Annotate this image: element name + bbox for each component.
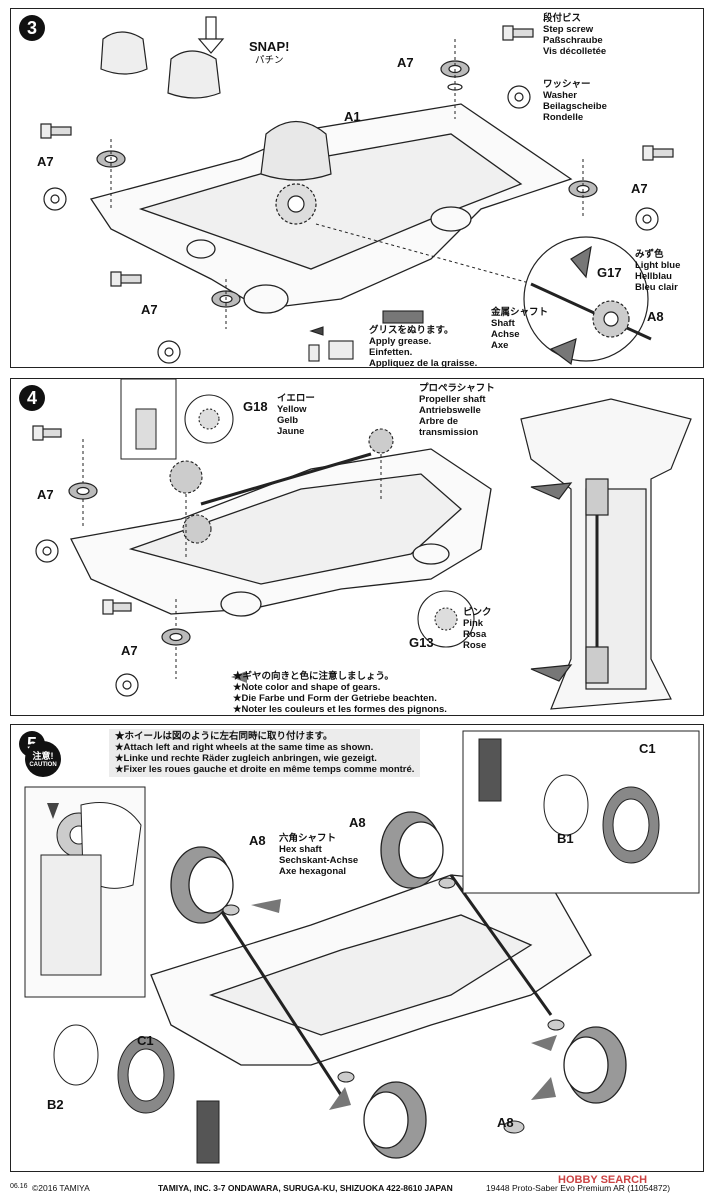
part-a7-label: A7 — [397, 55, 414, 70]
grease-caption: グリスをぬります。Apply grease. Einfetten.Appliqu… — [369, 325, 478, 369]
part-b2-label: B2 — [47, 1097, 64, 1112]
part-a8-label: A8 — [497, 1115, 514, 1130]
step-4-illustration — [32, 379, 692, 710]
snap-label-jp: パチン — [255, 55, 284, 66]
footer-copyright: ©2016 TAMIYA — [32, 1183, 90, 1193]
part-a1-label: A1 — [344, 109, 361, 124]
part-b1-label: B1 — [557, 831, 574, 846]
part-a7-label: A7 — [37, 487, 54, 502]
footer-code: 06.16 — [10, 1183, 28, 1190]
footer-address: TAMIYA, INC. 3-7 ONDAWARA, SURUGA-KU, SH… — [158, 1183, 453, 1193]
chassis — [150, 874, 592, 1066]
step-3-panel: 3 — [10, 8, 704, 369]
snap-label: SNAP! — [249, 39, 290, 54]
part-g18-label: G18 — [243, 399, 268, 414]
footer-product: 19448 Proto-Saber Evo Premium AR (110548… — [486, 1183, 671, 1193]
gear-cover-snap — [167, 50, 221, 99]
part-g17-label: G17 — [597, 265, 622, 280]
caution-badge: 注意! CAUTION — [25, 741, 61, 777]
part-a7-label: A7 — [37, 154, 54, 169]
hex-shaft — [209, 894, 343, 1096]
part-a7-label: A7 — [121, 643, 138, 658]
gear-note: ★ギヤの向きと色に注意しましょう。★Note color and shape o… — [233, 671, 447, 715]
part-a8-label: A8 — [349, 815, 366, 830]
wheels — [170, 811, 627, 1159]
wheel-attach-note: ★ホイールは図のように左右同時に取り付けます。★Attach left and … — [109, 729, 421, 777]
step-4-panel: 4 — [10, 378, 704, 716]
step-number: 4 — [19, 385, 45, 411]
watermark: HOBBY SEARCH — [558, 1174, 648, 1186]
chassis-underside — [520, 398, 692, 710]
part-c1-label: C1 — [639, 741, 656, 756]
step-5-panel: 5 注意! CAUTION ★ホイールは図のように左右同時に取り付けます。★At… — [10, 724, 704, 1172]
part-a7-label: A7 — [141, 302, 158, 317]
chassis — [89, 103, 573, 314]
part-a8-label: A8 — [249, 833, 266, 848]
step-5-illustration — [24, 730, 700, 1164]
hex-shaft — [449, 874, 553, 1016]
part-g13-label: G13 — [409, 635, 434, 650]
part-a8-label: A8 — [647, 309, 664, 324]
chassis — [70, 448, 492, 617]
step-number: 3 — [19, 15, 45, 41]
part-a7-label: A7 — [631, 181, 648, 196]
a1-cover — [260, 121, 332, 181]
step-3-illustration — [40, 16, 674, 366]
gear-cover-inset — [100, 31, 148, 75]
part-c1-label: C1 — [137, 1033, 154, 1048]
